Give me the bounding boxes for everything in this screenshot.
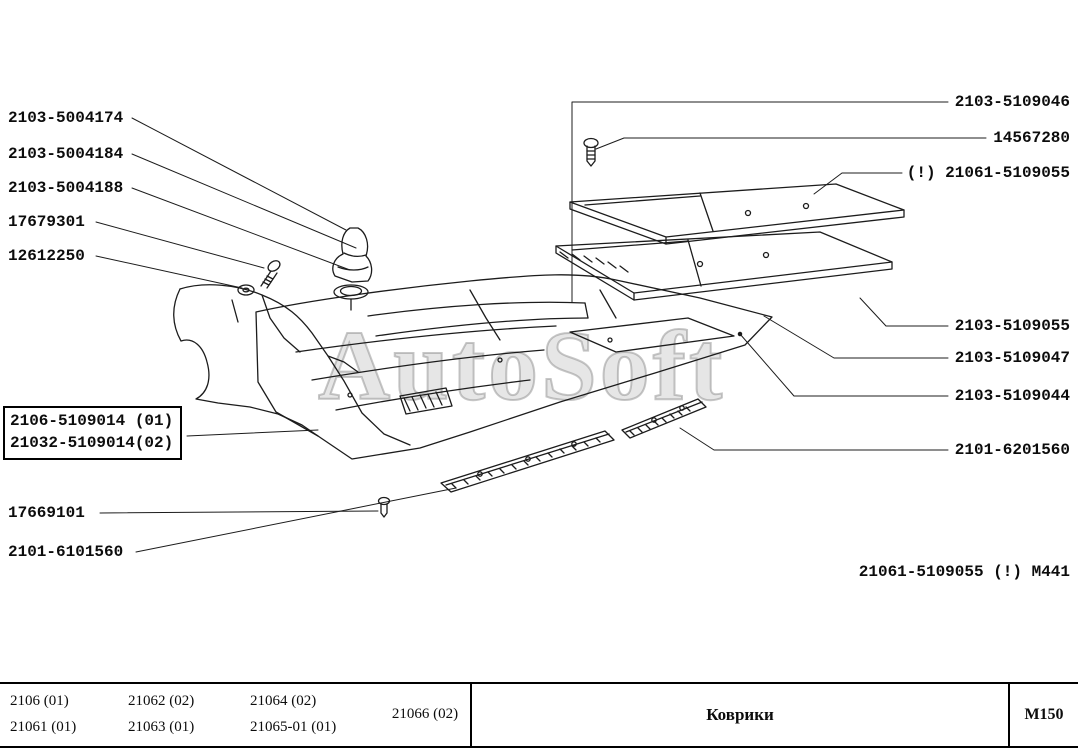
- screw-small-drawing: [377, 496, 391, 518]
- part-label: 2103-5004174: [8, 109, 124, 127]
- page-code-cell: М150: [1008, 684, 1078, 746]
- part-label: 2103-5004184: [8, 145, 124, 163]
- part-label: 2103-5109055: [954, 317, 1070, 335]
- part-label: 2101-6201560: [954, 441, 1070, 459]
- part-label: 2103-5109047: [954, 349, 1070, 367]
- part-label: 14567280: [993, 129, 1070, 147]
- model-code: 2106 (01): [10, 693, 69, 710]
- model-code: 21064 (02): [250, 693, 317, 710]
- part-label: 2103-5109044: [954, 387, 1070, 405]
- part-label: (!) 21061-5109055: [906, 164, 1070, 182]
- part-label: 2103-5109046: [954, 93, 1070, 111]
- variant-note: 21061-5109055 (!) М441: [858, 563, 1070, 581]
- screw-drawing: [583, 137, 599, 167]
- part-label: 17679301: [8, 213, 85, 231]
- model-code: 21061 (01): [10, 718, 77, 735]
- section-title: Коврики: [706, 705, 774, 724]
- part-label: 2101-6101560: [8, 543, 124, 561]
- model-code: 21062 (02): [128, 693, 195, 710]
- sill-strip-long-drawing: [440, 430, 615, 493]
- leader-lines: [95, 101, 987, 553]
- parts-diagram-drawing: [95, 101, 987, 553]
- floor-pan-drawing: [255, 274, 773, 460]
- part-label: 12612250: [8, 247, 85, 265]
- model-column: 21062 (02) 21063 (01): [118, 684, 240, 746]
- page-code: М150: [1024, 706, 1064, 723]
- section-title-cell: Коврики: [470, 684, 1008, 746]
- sill-strip-small-drawing: [621, 398, 707, 439]
- part-label-box: 2106-5109014 (01) 21032-5109014(02): [3, 406, 183, 460]
- part-label: 21032-5109014(02): [10, 434, 174, 452]
- mat-upper-drawing: [569, 183, 905, 245]
- model-column: 21066 (02): [380, 684, 470, 746]
- model-column: 21064 (02) 21065-01 (01): [240, 684, 380, 746]
- mat-lower-drawing: [555, 231, 893, 301]
- bolt-washer-drawing: [237, 260, 281, 296]
- footer-table: 2106 (01) 21061 (01) 21062 (02) 21063 (0…: [0, 682, 1078, 748]
- part-label: 17669101: [8, 504, 85, 522]
- part-label: 2103-5004188: [8, 179, 124, 197]
- model-code: 21065-01 (01): [250, 718, 337, 735]
- part-label: 2106-5109014 (01): [10, 412, 174, 430]
- model-code: 21063 (01): [128, 718, 195, 735]
- front-bulkhead-drawing: [173, 284, 411, 446]
- model-column: 2106 (01) 21061 (01): [0, 684, 118, 746]
- model-applicability: 2106 (01) 21061 (01) 21062 (02) 21063 (0…: [0, 684, 470, 746]
- gear-boot-drawing: [332, 227, 373, 311]
- model-code: 21066 (02): [391, 706, 459, 722]
